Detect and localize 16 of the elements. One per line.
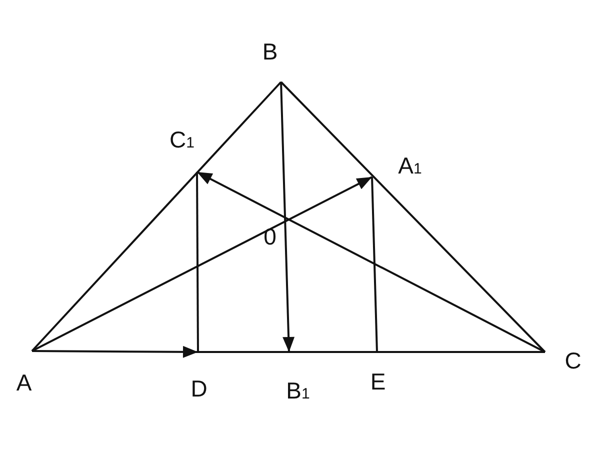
arrow xyxy=(280,82,295,352)
point-label: B xyxy=(262,40,278,64)
arrow xyxy=(196,171,546,353)
line-segment xyxy=(377,351,545,353)
point-label: C xyxy=(564,350,582,372)
point-label: A xyxy=(16,372,32,394)
line-segment xyxy=(196,172,199,352)
point-label: D xyxy=(190,378,208,400)
line-segment xyxy=(280,81,546,353)
line-segment xyxy=(371,176,378,352)
arrow xyxy=(32,346,198,358)
point-label: E xyxy=(370,370,386,394)
arrow xyxy=(32,176,372,352)
line-segment xyxy=(289,351,377,353)
line-segment xyxy=(31,81,282,352)
line-segment xyxy=(198,351,289,353)
